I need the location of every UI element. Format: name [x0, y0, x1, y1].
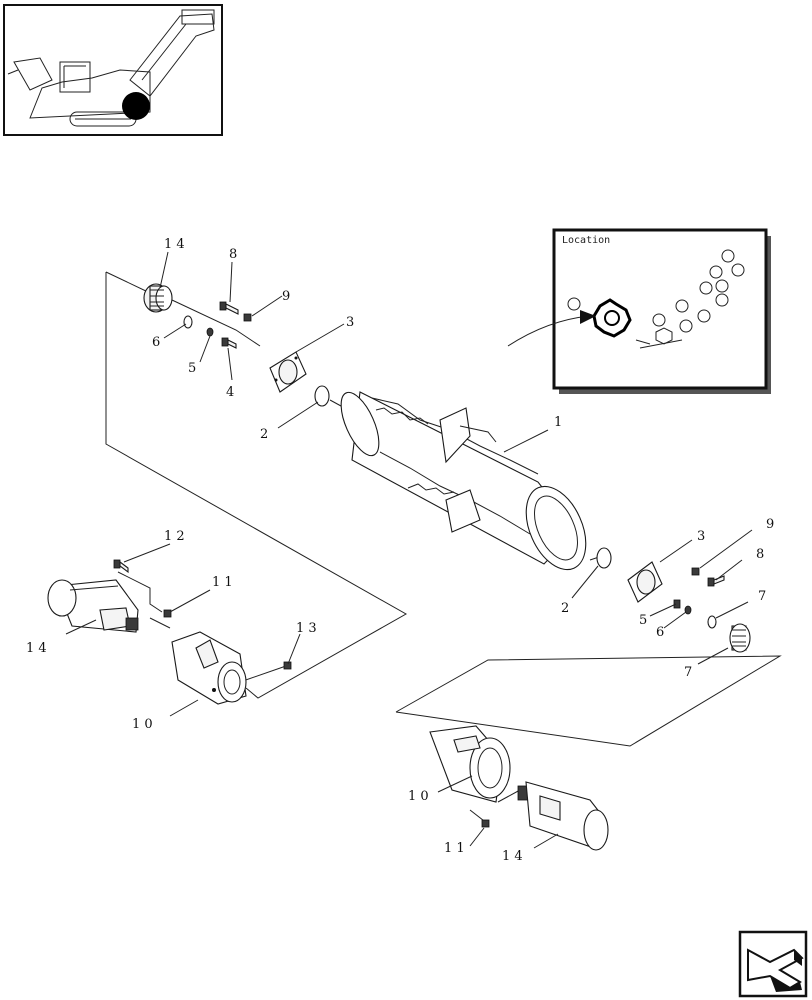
nut-left-9	[243, 313, 252, 322]
callout-14-left: 1 4	[26, 641, 47, 656]
callout-6-right: 7	[758, 589, 766, 604]
callout-13: 1 3	[296, 621, 317, 636]
callout-3-right: 3	[697, 529, 705, 544]
bearing-flange-left	[269, 351, 307, 393]
auger-tube-part	[340, 391, 587, 571]
bolt-right-8	[707, 575, 725, 587]
bolt-left-4	[221, 337, 237, 349]
lockwasher-left	[206, 327, 214, 337]
snap-ring-right	[596, 547, 612, 569]
harvester-thumbnail-icon[interactable]	[3, 4, 223, 136]
callout-5-right: 6	[656, 625, 664, 640]
bolt-left-8	[219, 301, 239, 315]
callout-2: 2	[260, 427, 268, 442]
left-end-parts	[143, 283, 330, 407]
callout-9: 9	[282, 289, 290, 304]
left-motor-group	[47, 559, 292, 705]
bolt-12	[113, 559, 129, 574]
drive-gear-right	[729, 623, 751, 653]
callout-10-right: 1 0	[408, 789, 429, 804]
right-end-parts	[596, 547, 751, 653]
callout-7: 1 4	[164, 237, 185, 252]
callout-10: 1 0	[132, 717, 153, 732]
callout-11-right: 1 1	[444, 841, 465, 856]
hydraulic-motor-left	[47, 579, 139, 633]
bearing-flange-right	[627, 561, 663, 603]
snap-ring-left	[314, 385, 330, 407]
callout-7-right-label: 7	[684, 665, 692, 680]
hydraulic-motor-right	[517, 781, 609, 851]
lockwasher-right	[684, 605, 692, 615]
callout-9-right: 9	[766, 517, 774, 532]
nut-11-right	[481, 819, 490, 828]
bolt-right-4	[673, 599, 681, 609]
gear-housing-left	[171, 631, 247, 705]
location-inset: Location	[507, 228, 771, 394]
next-page-arrow-icon[interactable]	[738, 930, 808, 998]
drive-gear-left	[143, 283, 173, 313]
callout-6: 6	[152, 335, 160, 350]
callout-8: 8	[229, 247, 237, 262]
callout-labels: 1 4 8 9 3 6 5 4 2 1 3 9 8 2 5 6 7 1 4 7 …	[26, 237, 774, 864]
callout-5: 5	[188, 361, 196, 376]
nut-right-9	[691, 567, 700, 576]
location-title: Location	[562, 235, 610, 246]
nut-11-left	[163, 609, 172, 618]
right-motor-group	[429, 725, 609, 851]
callout-8-right: 8	[756, 547, 764, 562]
callout-14-right: 1 4	[502, 849, 523, 864]
callout-11: 1 1	[212, 575, 233, 590]
callout-1: 1	[554, 415, 562, 430]
nut-13	[283, 661, 292, 670]
callout-leaders	[65, 251, 753, 849]
callout-12: 1 2	[164, 529, 185, 544]
washer-right	[707, 615, 717, 629]
assembly-outline-lines	[105, 271, 782, 825]
callout-4-right: 5	[639, 613, 647, 628]
highlighted-gearbox-icon	[592, 298, 632, 338]
gear-housing-right	[429, 725, 511, 803]
callout-3: 3	[346, 315, 354, 330]
callout-4: 4	[226, 385, 234, 400]
callout-2-right: 2	[561, 601, 569, 616]
washer-left	[183, 315, 193, 329]
